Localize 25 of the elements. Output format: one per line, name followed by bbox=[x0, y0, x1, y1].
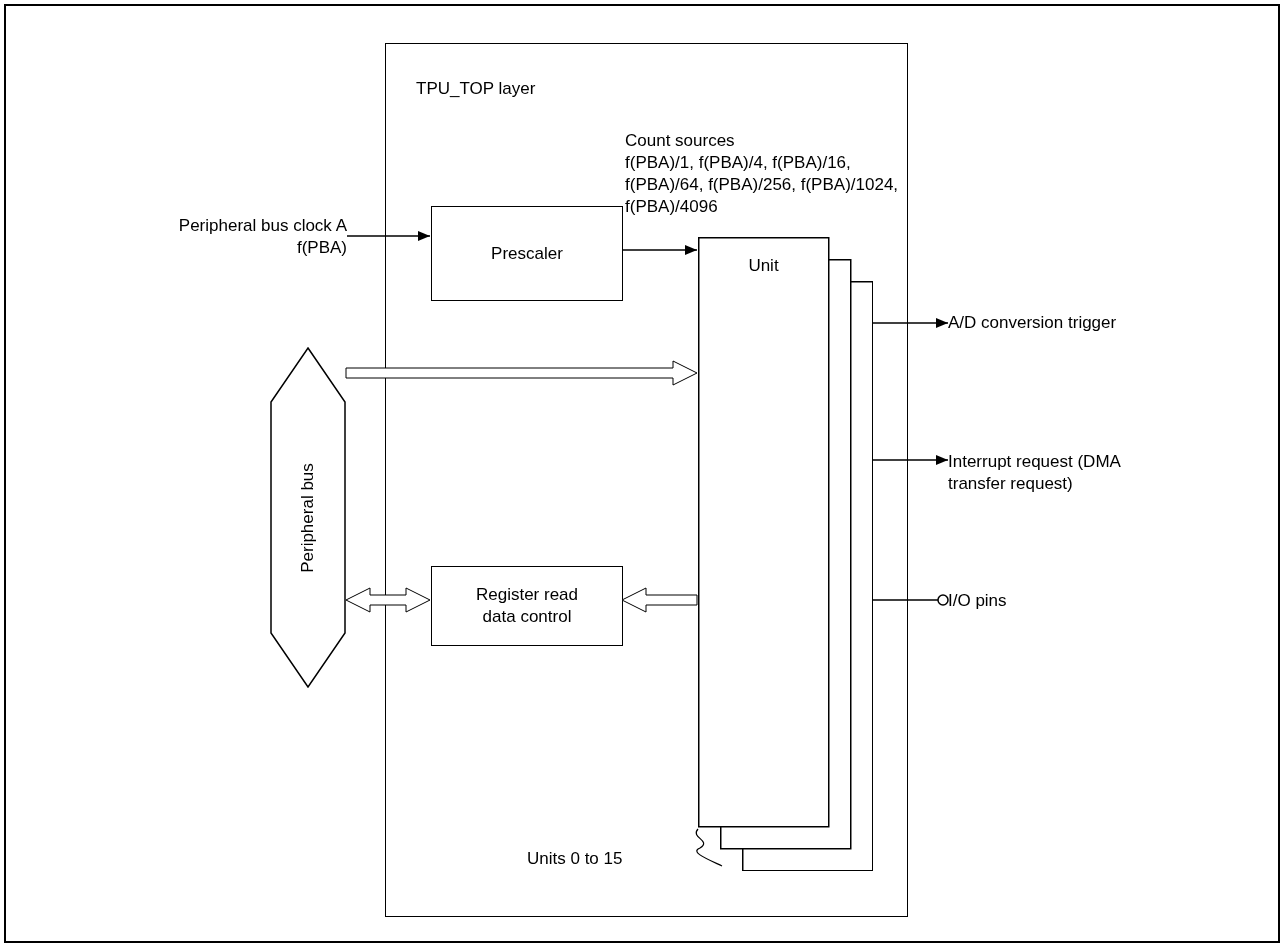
node-text: I/O pins bbox=[948, 590, 1007, 612]
node-text: Peripheral bus clock A f(PBA) bbox=[177, 215, 347, 259]
process-box bbox=[431, 566, 623, 646]
node-text: Prescaler bbox=[491, 242, 563, 265]
node-text: TPU_TOP layer bbox=[416, 78, 536, 100]
arrow bbox=[621, 245, 698, 255]
bus-label: Peripheral bus bbox=[298, 462, 318, 573]
bus-arrow bbox=[621, 587, 698, 613]
note-text: Count sources bbox=[625, 130, 736, 152]
arrow bbox=[871, 318, 949, 328]
process-box bbox=[431, 206, 623, 301]
arrow bbox=[871, 455, 949, 465]
arrow bbox=[346, 231, 431, 241]
brace-label: Units 0 to 15 bbox=[527, 848, 624, 870]
note-text: f(PBA)/1, f(PBA)/4, f(PBA)/16, f(PBA)/64, f(PBA)/256, f(PBA)/1024, f(PBA)/4096 bbox=[625, 152, 900, 218]
bus-arrow bbox=[345, 360, 698, 386]
bus-arrow bbox=[345, 587, 431, 613]
layer-frame bbox=[385, 43, 908, 917]
node-text: Unit bbox=[748, 255, 779, 277]
bus-hexagon bbox=[270, 347, 346, 688]
pin-line bbox=[871, 594, 949, 606]
node-text: Interrupt request (DMA transfer request) bbox=[948, 451, 1122, 495]
node-text: A/D conversion trigger bbox=[948, 312, 1117, 334]
node-text: Register read data control bbox=[474, 584, 580, 628]
unit-stack bbox=[698, 237, 873, 871]
